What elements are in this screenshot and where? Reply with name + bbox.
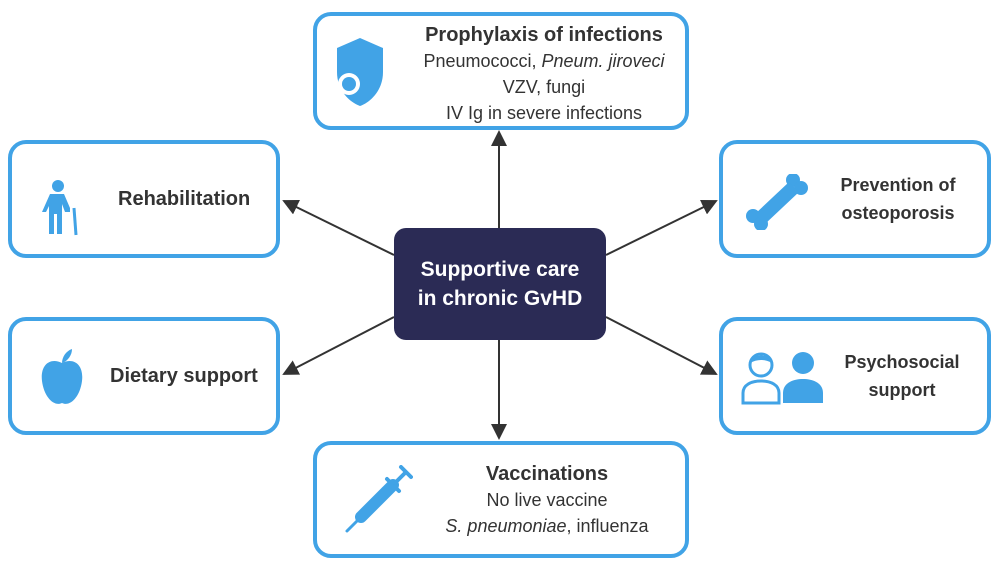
osteoporosis-line-1: Prevention of: [840, 175, 956, 195]
osteoporosis-line-2: osteoporosis: [841, 203, 955, 223]
doctor-patient-icon: [741, 352, 823, 405]
arrow-left-down: [282, 316, 395, 375]
elderly-person-icon: [42, 180, 78, 236]
syringe-icon: [345, 465, 413, 533]
central-node: Supportive care in chronic GvHD: [394, 228, 606, 340]
prophylaxis-line-2: VZV, fungi: [502, 77, 586, 97]
prophylaxis-box: Prophylaxis of infections Pneumococci, P…: [313, 12, 689, 130]
vaccinations-line-2: S. pneumoniae, influenza: [427, 513, 667, 539]
vaccinations-line-2-plain: , influenza: [566, 516, 649, 536]
vaccinations-line-1: No live vaccine: [486, 490, 608, 510]
psychosocial-box: Psychosocial support: [719, 317, 991, 435]
bone-icon: [746, 174, 808, 230]
center-line-1: Supportive care: [420, 258, 580, 281]
vaccinations-box: Vaccinations No live vaccine S. pneumoni…: [313, 441, 689, 558]
arrow-left-up: [282, 199, 395, 256]
arrow-right-up: [605, 199, 718, 256]
shield-virus-icon: [337, 38, 383, 106]
dietary-box: Dietary support: [8, 317, 280, 435]
psychosocial-line-1: Psychosocial: [844, 352, 960, 372]
dietary-title: Dietary support: [110, 364, 258, 387]
psychosocial-line-2: support: [868, 380, 936, 400]
rehabilitation-title: Rehabilitation: [118, 187, 251, 210]
prophylaxis-line-3: IV Ig in severe infections: [445, 103, 643, 123]
rehabilitation-box: Rehabilitation: [8, 140, 280, 258]
apple-icon: [41, 349, 83, 404]
prophylaxis-line-1-italic: Pneum. jiroveci: [541, 51, 665, 71]
center-line-2: in chronic GvHD: [417, 287, 583, 310]
prophylaxis-title: Prophylaxis of infections: [425, 24, 663, 46]
arrow-right-down: [605, 316, 718, 375]
psychosocial-title: Psychosocial support: [827, 348, 977, 404]
vaccinations-title: Vaccinations: [485, 463, 609, 485]
vaccinations-line-2-italic: S. pneumoniae: [445, 516, 567, 536]
osteoporosis-box: Prevention of osteoporosis: [719, 140, 991, 258]
osteoporosis-title: Prevention of osteoporosis: [823, 171, 973, 227]
prophylaxis-line-1: Pneumococci, Pneum. jiroveci: [409, 48, 679, 74]
prophylaxis-line-1-plain: Pneumococci,: [423, 51, 542, 71]
